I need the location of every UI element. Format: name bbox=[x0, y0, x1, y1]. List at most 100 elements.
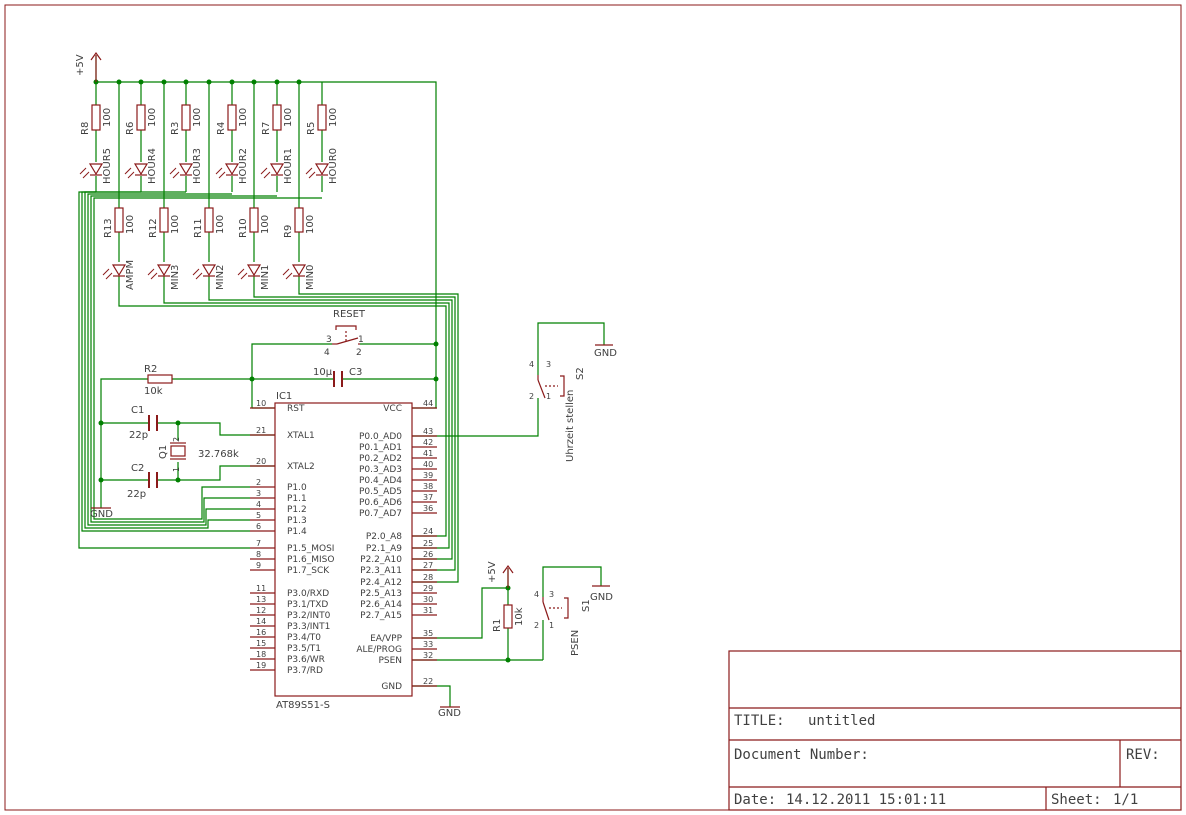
ic-pin-number: 19 bbox=[256, 661, 266, 670]
ic-pin-number: 36 bbox=[423, 504, 433, 513]
labels: +5V +5V GND GND GND GND RESET 3 4 1 2 10… bbox=[75, 54, 617, 719]
led-label: MIN3 bbox=[170, 265, 181, 290]
c1-name: C1 bbox=[131, 405, 144, 416]
ic-pin-number: 14 bbox=[256, 617, 266, 626]
ic-pin-number: 43 bbox=[423, 427, 433, 436]
ic-pin-label: P1.2 bbox=[287, 505, 307, 515]
ic-name: IC1 bbox=[276, 391, 292, 402]
ic-pin-number: 29 bbox=[423, 584, 433, 593]
crystal-value: 32.768k bbox=[198, 449, 239, 460]
ic-pin-number: 26 bbox=[423, 550, 433, 559]
ic-pin-number: 24 bbox=[423, 527, 433, 536]
ic-pin-number: 30 bbox=[423, 595, 433, 604]
ic-part: AT89S51-S bbox=[276, 700, 330, 711]
ic-pin-label: P0.2_AD2 bbox=[359, 454, 402, 464]
sheet-frame bbox=[4, 4, 1182, 811]
ic-pin-number: 16 bbox=[256, 628, 266, 637]
ic-pin-label: P0.5_AD5 bbox=[359, 487, 402, 497]
r2-value: 10k bbox=[144, 386, 163, 397]
ic-pin-number: 21 bbox=[256, 426, 266, 435]
resistor-name: R3 bbox=[170, 122, 181, 135]
ic-pin-label: P2.1_A9 bbox=[366, 544, 402, 554]
reset-pin-1: 1 bbox=[358, 335, 364, 345]
resistor-name: R10 bbox=[238, 218, 249, 238]
resistor-name: R13 bbox=[103, 218, 114, 238]
ic-pin-label: P3.4/T0 bbox=[287, 633, 321, 643]
resistor-value: 100 bbox=[125, 215, 136, 234]
ic-pin-number: 33 bbox=[423, 640, 433, 649]
ic-pin-number: 18 bbox=[256, 650, 266, 659]
vcc-label-r1: +5V bbox=[487, 561, 498, 583]
ic-pin-number: 40 bbox=[423, 460, 433, 469]
resistor-name: R11 bbox=[193, 218, 204, 238]
ic-pin-label: P1.1 bbox=[287, 494, 307, 504]
resistor-name: R5 bbox=[306, 122, 317, 135]
ic-pin-label: P0.6_AD6 bbox=[359, 498, 402, 508]
ic-pin-number: 11 bbox=[256, 584, 266, 593]
reset-pin-2: 2 bbox=[356, 348, 362, 358]
led-label: HOUR5 bbox=[102, 148, 113, 184]
ic-pin-label: P1.6_MISO bbox=[287, 555, 334, 565]
ic-pin-number: 4 bbox=[256, 500, 261, 509]
resistor-name: R12 bbox=[148, 218, 159, 238]
ic-pin-label: EA/VPP bbox=[370, 634, 402, 644]
ic-pin-number: 39 bbox=[423, 471, 433, 480]
resistor-value: 100 bbox=[147, 108, 158, 127]
ic-pin-label: P2.5_A13 bbox=[360, 589, 402, 599]
ic-pin-number: 32 bbox=[423, 651, 433, 660]
ic-pin-label: P1.3 bbox=[287, 516, 307, 526]
ic-pin-label: P2.3_A11 bbox=[360, 566, 402, 576]
title-block: TITLE: untitled Document Number: REV: Da… bbox=[734, 713, 1160, 808]
resistor-name: R9 bbox=[283, 225, 294, 238]
ic-pin-label: P0.4_AD4 bbox=[359, 476, 402, 486]
resistor-name: R6 bbox=[125, 122, 136, 135]
resistor-value: 100 bbox=[192, 108, 203, 127]
ic-pin-label: P3.6/WR bbox=[287, 655, 325, 665]
s2-label: Uhrzeit stellen bbox=[565, 390, 576, 462]
ic-pin-label: P3.7/RD bbox=[287, 666, 323, 676]
reset-label: RESET bbox=[333, 309, 366, 320]
junctions bbox=[93, 79, 511, 663]
ic-pin-label: GND bbox=[381, 682, 402, 692]
ic-pin-number: 20 bbox=[256, 457, 266, 466]
resistor-name: R4 bbox=[216, 122, 227, 135]
ic-pin-number: 9 bbox=[256, 561, 261, 570]
ic-pin-label: P0.3_AD3 bbox=[359, 465, 402, 475]
title-value: untitled bbox=[808, 713, 875, 729]
led-label: HOUR0 bbox=[328, 148, 339, 184]
led-label: HOUR1 bbox=[283, 148, 294, 184]
ic-pin-label: P2.2_A10 bbox=[360, 555, 402, 565]
crystal-pin1: 1 bbox=[172, 467, 181, 472]
ic-pin-label: P3.3/INT1 bbox=[287, 622, 330, 632]
ic-pin-label: P3.5/T1 bbox=[287, 644, 321, 654]
ic-pin-label: XTAL1 bbox=[287, 431, 315, 441]
gnd-label-s1: GND bbox=[590, 592, 613, 603]
ic-pin-label: P0.0_AD0 bbox=[359, 432, 402, 442]
resistor-value: 100 bbox=[215, 215, 226, 234]
resistor-value: 100 bbox=[238, 108, 249, 127]
ic-pin-number: 31 bbox=[423, 606, 433, 615]
ic-pin-label: P1.5_MOSI bbox=[287, 544, 334, 554]
c3-name: C3 bbox=[349, 367, 362, 378]
gnd-label-ic: GND bbox=[438, 708, 461, 719]
led-label: HOUR2 bbox=[238, 148, 249, 184]
sheet-value: 1/1 bbox=[1113, 792, 1138, 808]
ic-pin-label: P2.7_A15 bbox=[360, 611, 402, 621]
ic-pin-number: 22 bbox=[423, 677, 433, 686]
resistor-value: 100 bbox=[170, 215, 181, 234]
resistor-name: R7 bbox=[261, 122, 272, 135]
c3-value: 10µ bbox=[313, 367, 333, 378]
rev-label: REV: bbox=[1126, 747, 1160, 763]
docnum-label: Document Number: bbox=[734, 747, 869, 763]
resistor-name: R8 bbox=[80, 122, 91, 135]
gnd-label-c: GND bbox=[90, 509, 113, 520]
c1-value: 22p bbox=[129, 430, 148, 441]
ic-pin-label: RST bbox=[287, 404, 305, 414]
s2-pin2: 2 bbox=[529, 392, 534, 401]
ic-pin-number: 3 bbox=[256, 489, 261, 498]
s2-pin4: 4 bbox=[529, 360, 534, 369]
ic-pin-number: 28 bbox=[423, 573, 433, 582]
s2-pin1: 1 bbox=[546, 392, 551, 401]
ic-pin-label: PSEN bbox=[378, 656, 402, 666]
